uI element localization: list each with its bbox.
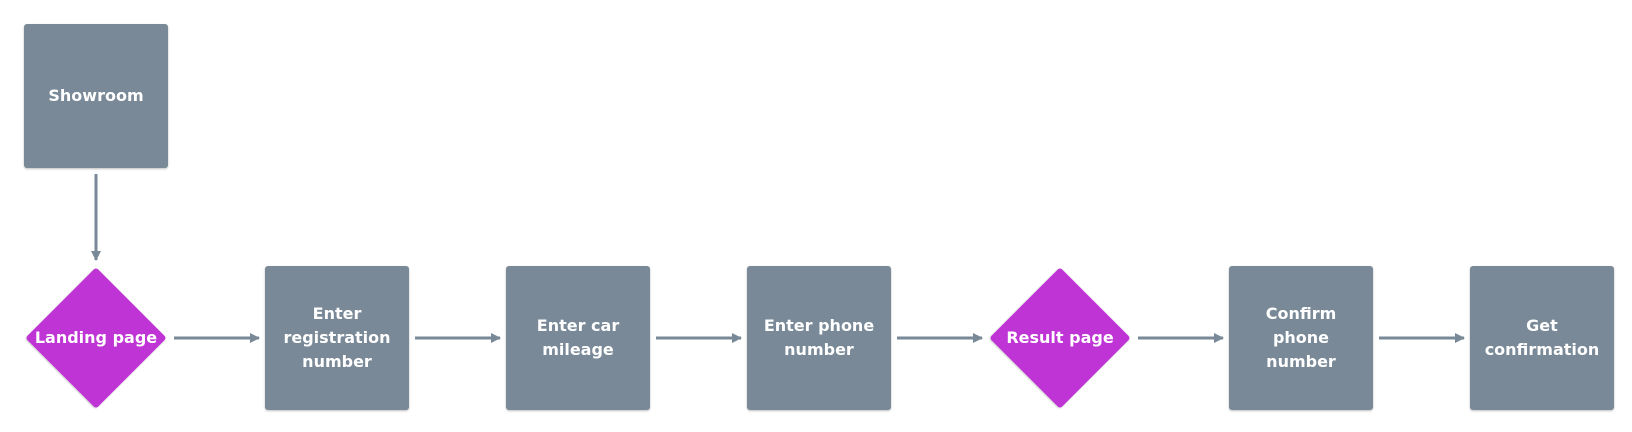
node-label: Landing page: [34, 328, 158, 347]
node-enter-phone-number[interactable]: Enter phone number: [747, 266, 891, 410]
node-label: Enter registration number: [283, 304, 391, 371]
node-label: Enter phone number: [763, 316, 875, 359]
node-enter-registration-number[interactable]: Enter registration number: [265, 266, 409, 410]
node-landing-page[interactable]: Landing page: [24, 266, 168, 410]
node-label: Showroom: [48, 86, 144, 105]
node-result-page[interactable]: Result page: [988, 266, 1132, 410]
node-label: Confirm phone number: [1265, 304, 1337, 371]
node-label: Get confirmation: [1484, 316, 1600, 359]
node-confirm-phone-number[interactable]: Confirm phone number: [1229, 266, 1373, 410]
node-enter-car-mileage[interactable]: Enter car mileage: [506, 266, 650, 410]
node-get-confirmation[interactable]: Get confirmation: [1470, 266, 1614, 410]
node-label: Result page: [1006, 328, 1114, 347]
node-label: Enter car mileage: [536, 316, 620, 359]
node-showroom[interactable]: Showroom: [24, 24, 168, 168]
